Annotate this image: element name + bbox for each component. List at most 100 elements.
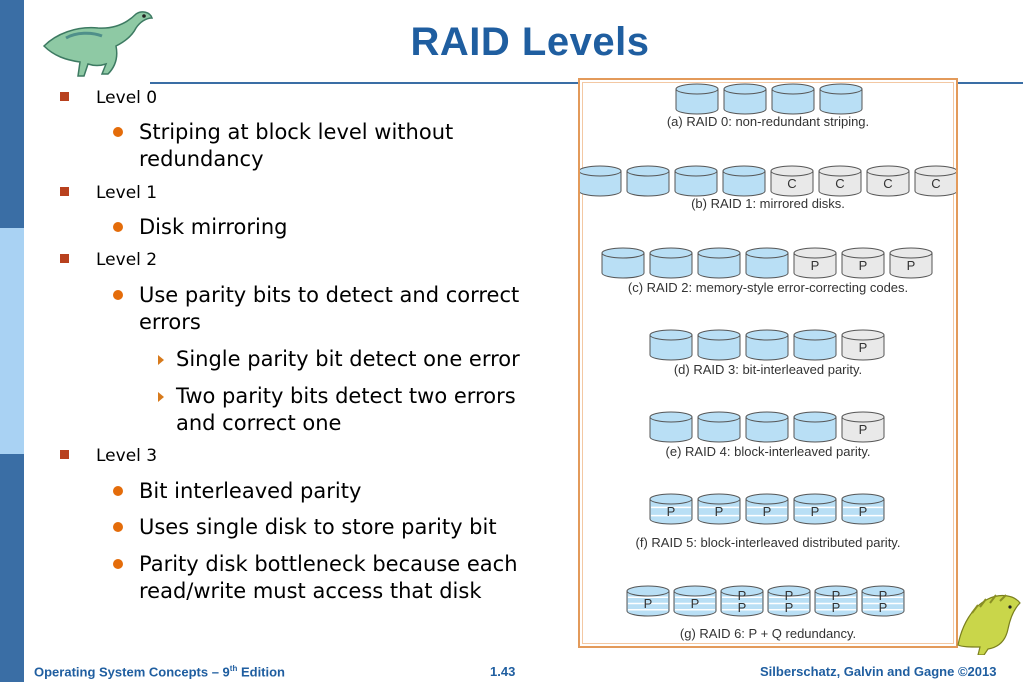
bullet-text: Level 3 (96, 446, 158, 466)
raid-caption: (f) RAID 5: block-interleaved distribute… (636, 535, 901, 550)
square-bullet-icon (60, 92, 69, 101)
raid-caption: (c) RAID 2: memory-style error-correctin… (628, 280, 908, 295)
disk-label: C (787, 176, 796, 191)
sub-sub-bullet-two-parity: Two parity bits detect two errors and co… (158, 383, 516, 437)
square-bullet-icon (60, 187, 69, 196)
sub-bullet-bottleneck: Parity disk bottleneck because each read… (113, 551, 518, 605)
disk-label: P (715, 504, 724, 519)
bullet-text-line1: Use parity bits to detect and correct (139, 283, 520, 307)
disk-icon: P (697, 493, 741, 525)
disk-label: P (859, 422, 868, 437)
disk-icon (793, 329, 837, 361)
bullet-text-line1: Striping at block level without (139, 120, 454, 144)
disk-icon: P (889, 247, 933, 279)
bullet-text: Bit interleaved parity (139, 479, 362, 503)
bullet-text: Level 1 (96, 183, 158, 203)
dinosaur-mascot-icon (957, 594, 1021, 655)
disk-label: P (859, 340, 868, 355)
footer-copyright: Silberschatz, Galvin and Gagne ©2013 (760, 664, 997, 679)
disk-icon (745, 329, 789, 361)
dot-bullet-icon (113, 559, 123, 569)
disk-icon: C (818, 165, 862, 197)
bullet-text-line2: errors (139, 310, 201, 334)
disk-label: P (879, 600, 888, 615)
sub-bullet-single-disk: Uses single disk to store parity bit (113, 514, 497, 541)
disk-icon (745, 247, 789, 279)
bullet-text-line1: Parity disk bottleneck because each (139, 552, 518, 576)
disk-icon: P (626, 585, 670, 617)
dot-bullet-icon (113, 127, 123, 137)
bullet-text: Single parity bit detect one error (176, 347, 520, 371)
disk-icon (649, 329, 693, 361)
sub-bullet-parity-bits: Use parity bits to detect and correct er… (113, 282, 520, 336)
disk-icon (697, 329, 741, 361)
bullet-text: Uses single disk to store parity bit (139, 515, 497, 539)
footer-title-suffix: Edition (237, 664, 286, 680)
footer-title-sup: th (229, 664, 238, 673)
disk-icon (626, 165, 670, 197)
dot-bullet-icon (113, 486, 123, 496)
bullet-text-line2: redundancy (139, 147, 264, 171)
sub-sub-bullet-single-parity: Single parity bit detect one error (158, 346, 520, 373)
disk-label: P (691, 596, 700, 611)
disk-icon (674, 165, 718, 197)
square-bullet-icon (60, 254, 69, 263)
disk-label: P (859, 258, 868, 273)
left-edge-stripe-bottom (0, 454, 24, 682)
bullet-level-2: Level 2 (60, 250, 157, 270)
disk-label: C (883, 176, 892, 191)
footer-title-prefix: Operating System Concepts – 9 (34, 664, 230, 680)
disk-icon (601, 247, 645, 279)
disk-icon: P (745, 493, 789, 525)
raid-row-0 (675, 83, 863, 115)
bullet-level-1: Level 1 (60, 183, 158, 203)
disk-icon: C (914, 165, 956, 197)
disk-label: P (907, 258, 916, 273)
disk-icon (675, 83, 719, 115)
disk-label: P (811, 504, 820, 519)
disk-icon (771, 83, 815, 115)
footer-page-number: 1.43 (490, 664, 516, 679)
left-edge-stripe-top (0, 0, 24, 228)
disk-icon: P (793, 247, 837, 279)
bullet-level-0: Level 0 (60, 88, 157, 108)
disk-icon (722, 165, 766, 197)
disk-icon: P (841, 247, 885, 279)
bullet-level-3: Level 3 (60, 446, 158, 466)
disk-icon (649, 411, 693, 443)
disk-label: P (738, 588, 747, 603)
disk-icon (745, 411, 789, 443)
disk-label: P (785, 588, 794, 603)
disk-label: P (859, 504, 868, 519)
dot-bullet-icon (113, 222, 123, 232)
disk-icon (819, 83, 863, 115)
raid-caption: (e) RAID 4: block-interleaved parity. (666, 444, 871, 459)
sub-bullet-striping: Striping at block level without redundan… (113, 119, 454, 173)
disk-label: P (879, 588, 888, 603)
disk-icon: PP (720, 585, 764, 617)
disk-label: P (811, 258, 820, 273)
disk-icon: P (673, 585, 717, 617)
disk-label: P (785, 600, 794, 615)
disk-icon: P (649, 493, 693, 525)
arrow-bullet-icon (158, 355, 164, 365)
disk-icon (697, 247, 741, 279)
disk-icon (723, 83, 767, 115)
disk-label: P (832, 600, 841, 615)
raid-row-4: P (649, 411, 885, 443)
bullet-text-line2: read/write must access that disk (139, 579, 482, 603)
disk-label: P (832, 588, 841, 603)
disk-icon: P (841, 329, 885, 361)
disk-icon: PP (814, 585, 858, 617)
disk-label: P (667, 504, 676, 519)
disk-icon: PP (861, 585, 905, 617)
disk-icon (580, 165, 622, 197)
disk-label: C (931, 176, 940, 191)
sub-bullet-mirroring: Disk mirroring (113, 214, 287, 241)
sub-bullet-bit-interleaved: Bit interleaved parity (113, 478, 362, 505)
bullet-text-line2: and correct one (176, 411, 342, 435)
